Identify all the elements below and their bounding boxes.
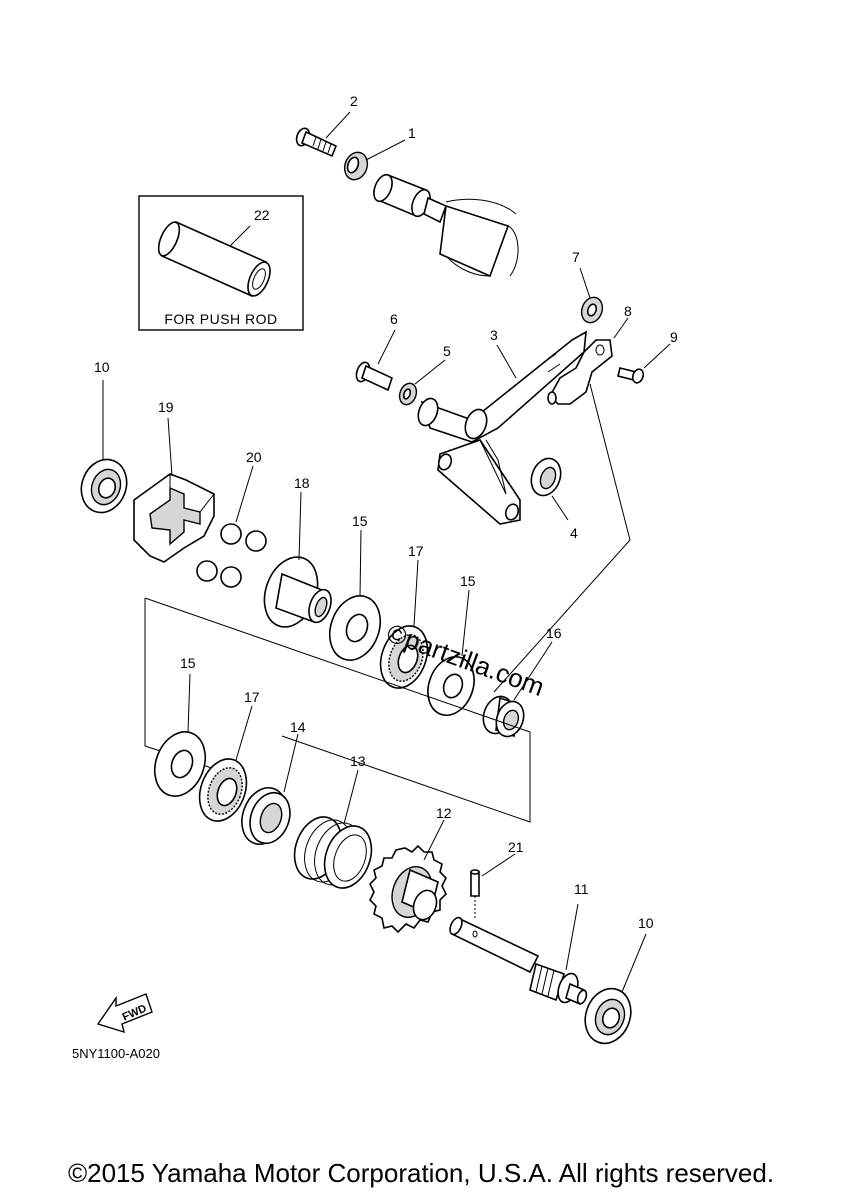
callout-3: 3 <box>490 327 498 343</box>
callout-9: 9 <box>670 329 678 345</box>
part-18-shaft-collar <box>263 556 332 628</box>
fwd-arrow-icon: FWD <box>96 993 153 1034</box>
callout-17-b: 17 <box>244 689 260 705</box>
part-17-needle-bearing-b <box>198 758 248 822</box>
callout-5: 5 <box>443 343 451 359</box>
callout-21: 21 <box>508 839 524 855</box>
part-4-bushing <box>530 457 562 497</box>
part-2-bolt <box>295 127 338 158</box>
callout-10-lower: 10 <box>638 915 654 931</box>
part-19-holder <box>133 473 215 563</box>
callout-13: 13 <box>350 753 366 769</box>
callout-15-a: 15 <box>352 513 368 529</box>
callout-7: 7 <box>572 249 580 265</box>
callout-8: 8 <box>624 303 632 319</box>
callout-14: 14 <box>290 719 306 735</box>
copyright-notice: ©2015 Yamaha Motor Corporation, U.S.A. A… <box>67 1158 775 1188</box>
part-15-washer-a <box>328 595 382 661</box>
part-15-washer-c <box>153 731 207 797</box>
callout-15-b: 15 <box>460 573 476 589</box>
callout-12: 12 <box>436 805 452 821</box>
callout-20: 20 <box>246 449 262 465</box>
part-10-bearing-lower <box>584 987 632 1045</box>
callout-11: 11 <box>574 881 589 897</box>
part-3-lever <box>417 330 587 525</box>
part-13-spring <box>293 816 373 889</box>
part-6-bolt <box>355 361 393 392</box>
callout-19: 19 <box>158 399 174 415</box>
part-14-spacer <box>241 787 291 845</box>
callout-16: 16 <box>546 625 562 641</box>
callout-1: 1 <box>408 125 416 141</box>
part-16-collar <box>482 695 525 738</box>
part-10-bearing-upper <box>80 458 128 514</box>
part-21-pin <box>470 869 480 897</box>
part-9-screw <box>617 367 645 384</box>
exhaust-valve-housing <box>373 173 519 278</box>
callout-18: 18 <box>294 475 310 491</box>
part-1-collar <box>343 151 369 181</box>
callout-15-c: 15 <box>180 655 196 671</box>
inset-caption: FOR PUSH ROD <box>164 311 277 327</box>
callout-17-a: 17 <box>408 543 424 559</box>
part-12-kick-gear <box>369 844 447 934</box>
part-22-push-rod <box>157 220 271 298</box>
callout-22: 22 <box>254 207 270 223</box>
part-5-washer <box>398 382 418 406</box>
part-7-collar <box>580 296 604 324</box>
callout-10-upper: 10 <box>94 359 110 375</box>
callout-2: 2 <box>350 93 358 109</box>
part-17-needle-bearing-a <box>379 625 429 689</box>
part-11-kick-shaft <box>449 916 588 1006</box>
part-8-bracket <box>547 339 613 405</box>
part-20-balls <box>196 523 267 588</box>
inset-push-rod: 22 FOR PUSH ROD <box>138 195 304 331</box>
callout-4: 4 <box>570 525 578 541</box>
diagram-code: 5NY1100-A020 <box>72 1046 160 1061</box>
callout-6: 6 <box>390 311 398 327</box>
